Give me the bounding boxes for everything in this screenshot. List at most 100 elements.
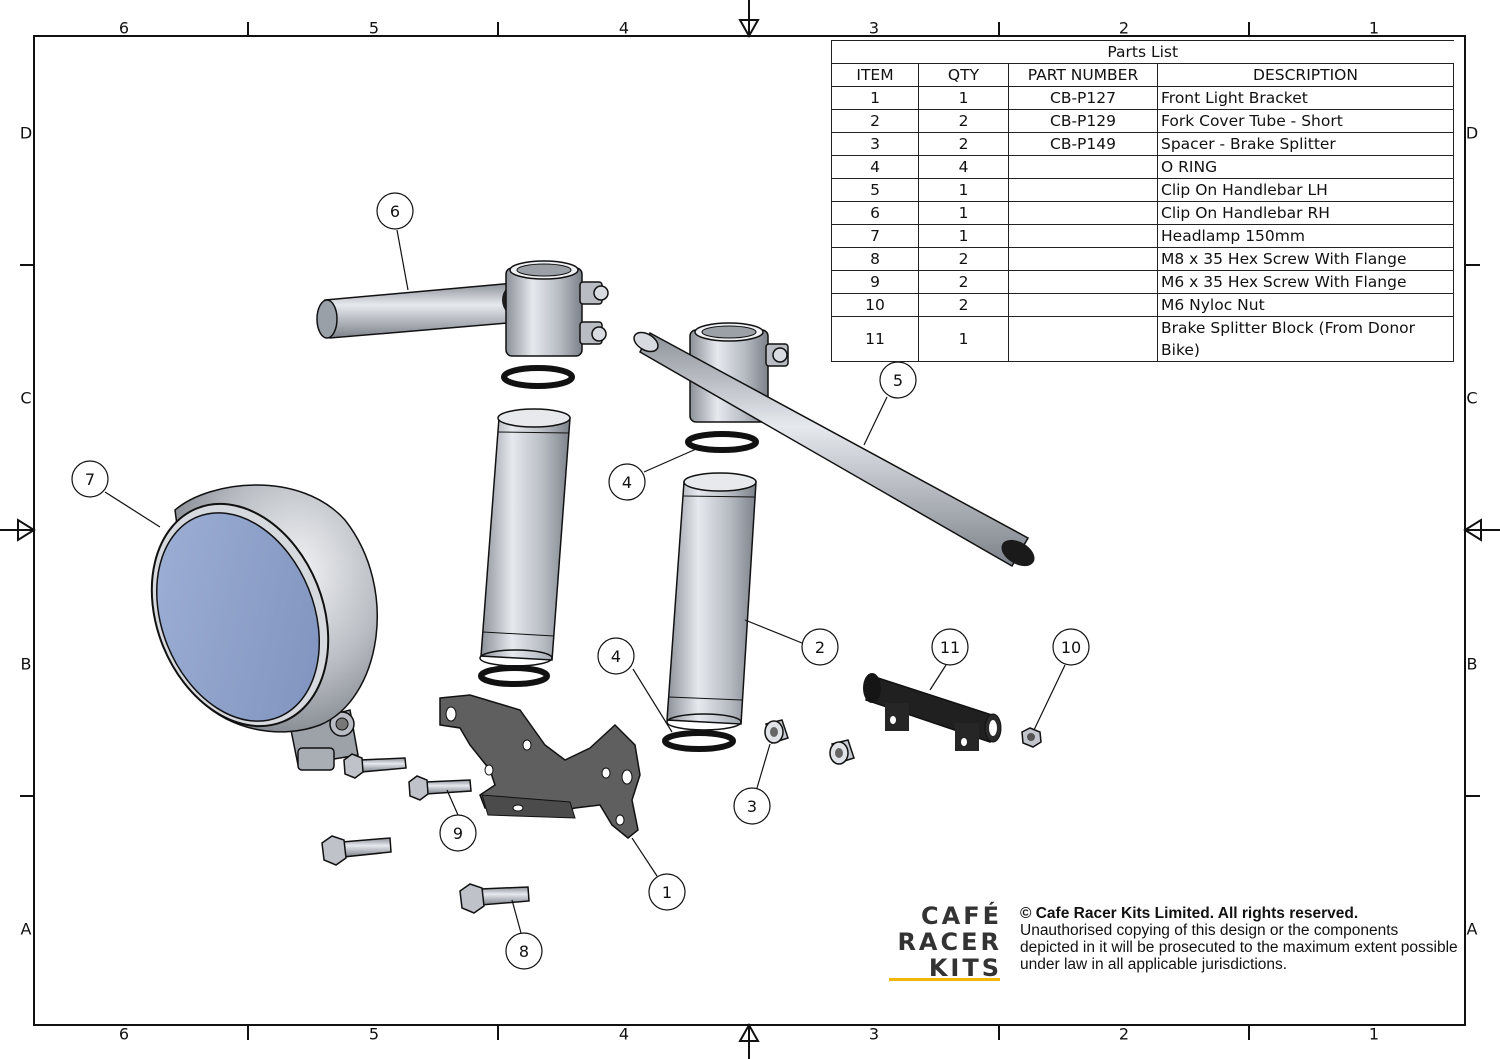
cell-item: 3 [831,132,919,156]
svg-text:6: 6 [390,202,400,221]
svg-text:7: 7 [85,470,95,489]
zone-row-label: A [20,919,32,939]
svg-text:10: 10 [1061,638,1081,657]
cell-part-number [1008,201,1158,225]
cell-description: Spacer - Brake Splitter [1157,132,1454,156]
cell-item: 1 [831,86,919,110]
cell-qty: 2 [918,247,1009,271]
zone-column-label: 2 [1118,1024,1130,1044]
cell-qty: 2 [918,293,1009,317]
zone-row-label: A [1466,919,1478,939]
cell-item: 7 [831,224,919,248]
cell-item: 4 [831,155,919,179]
zone-column-label: 6 [118,18,130,38]
zone-column-label: 3 [868,1024,880,1044]
cell-description: Fork Cover Tube - Short [1157,109,1454,133]
balloon: 9 [439,814,477,852]
zone-column-label: 5 [368,18,380,38]
cell-description: M6 x 35 Hex Screw With Flange [1157,270,1454,294]
copyright-body: Unauthorised copying of this design or t… [1020,922,1458,973]
part-fork-cover-tube-right [666,472,757,731]
parts-list-table: Parts List ITEM QTY PART NUMBER DESCRIPT… [831,40,1454,362]
cell-qty: 1 [918,178,1009,202]
cell-part-number [1008,247,1158,271]
cell-part-number [1008,224,1158,248]
cell-description: O RING [1157,155,1454,179]
part-spacer [764,719,855,765]
balloon: 7 [71,460,109,498]
logo-underline [889,978,1000,981]
logo-line: KITS [928,954,1002,982]
zone-column-label: 6 [118,1024,130,1044]
cell-qty: 1 [918,316,1009,362]
part-brake-splitter-block [863,673,1002,751]
part-fork-cover-tube-left [479,408,571,667]
zone-column-label: 1 [1368,1024,1380,1044]
part-clip-on-handlebar-rh [316,260,609,357]
cell-part-number [1008,155,1158,179]
zone-row-label: C [1466,388,1478,408]
cell-description: Clip On Handlebar RH [1157,201,1454,225]
cell-qty: 4 [918,155,1009,179]
cell-description: M8 x 35 Hex Screw With Flange [1157,247,1454,271]
cell-part-number: CB-P149 [1008,132,1158,156]
column-header-description: DESCRIPTION [1157,63,1454,87]
zone-row-label: D [19,123,33,143]
balloon: 2 [801,628,839,666]
company-logo: CAFÉ RACER KITS [884,903,1002,981]
cell-part-number [1008,293,1158,317]
cell-part-number [1008,178,1158,202]
zone-column-label: 3 [868,18,880,38]
zone-column-label: 4 [618,18,630,38]
cell-part-number [1008,270,1158,294]
zone-row-label: C [20,388,32,408]
cell-item: 9 [831,270,919,294]
cell-description: Front Light Bracket [1157,86,1454,110]
cell-item: 2 [831,109,919,133]
balloon: 1 [648,873,686,911]
svg-text:2: 2 [815,638,825,657]
balloon: 8 [505,932,543,970]
svg-text:1: 1 [662,883,672,902]
zone-column-label: 4 [618,1024,630,1044]
part-m6-hex-screw [343,753,472,801]
balloon: 10 [1052,628,1090,666]
zone-row-label: B [1466,654,1478,674]
balloon: 3 [733,787,771,825]
zone-row-label: B [20,654,32,674]
cell-description: Brake Splitter Block (From Donor Bike) [1157,316,1454,362]
leader-lines [104,229,1066,934]
balloon: 6 [376,192,414,230]
cell-item: 11 [831,316,919,362]
part-o-ring [478,365,759,752]
svg-text:3: 3 [747,797,757,816]
column-header-item: ITEM [831,63,919,87]
cell-item: 8 [831,247,919,271]
balloon: 5 [879,361,917,399]
svg-text:8: 8 [519,942,529,961]
cell-qty: 2 [918,270,1009,294]
svg-text:9: 9 [453,824,463,843]
balloon: 4 [597,637,635,675]
cell-qty: 2 [918,109,1009,133]
cell-item: 10 [831,293,919,317]
logo-line: RACER [897,928,1002,956]
cell-item: 6 [831,201,919,225]
svg-text:11: 11 [940,638,960,657]
parts-list-title: Parts List [831,40,1454,64]
zone-column-label: 1 [1368,18,1380,38]
cell-qty: 2 [918,132,1009,156]
cell-qty: 1 [918,201,1009,225]
cell-qty: 1 [918,224,1009,248]
